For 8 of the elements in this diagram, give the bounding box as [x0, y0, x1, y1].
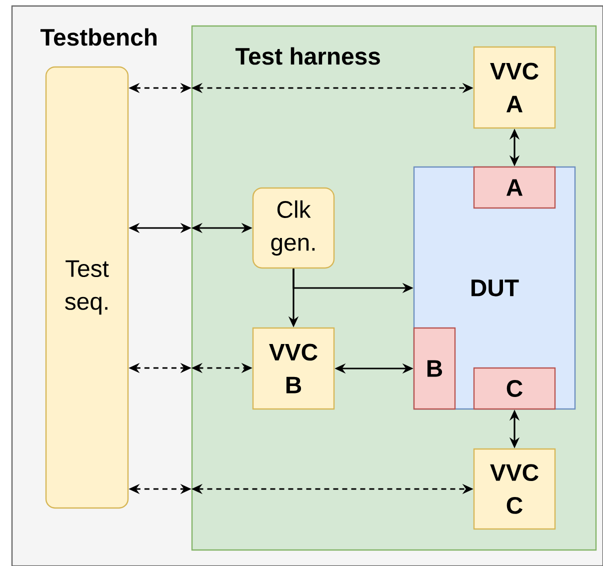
block-box: VVC C: [473, 448, 556, 530]
block-box: VVC A: [473, 46, 556, 129]
port-box: C: [473, 367, 556, 410]
block-box: VVC B: [252, 327, 335, 410]
block-box: Test seq.: [45, 66, 129, 509]
block-box: Clk gen.: [252, 187, 335, 269]
port-box: B: [413, 327, 456, 410]
port-box: A: [473, 166, 556, 209]
